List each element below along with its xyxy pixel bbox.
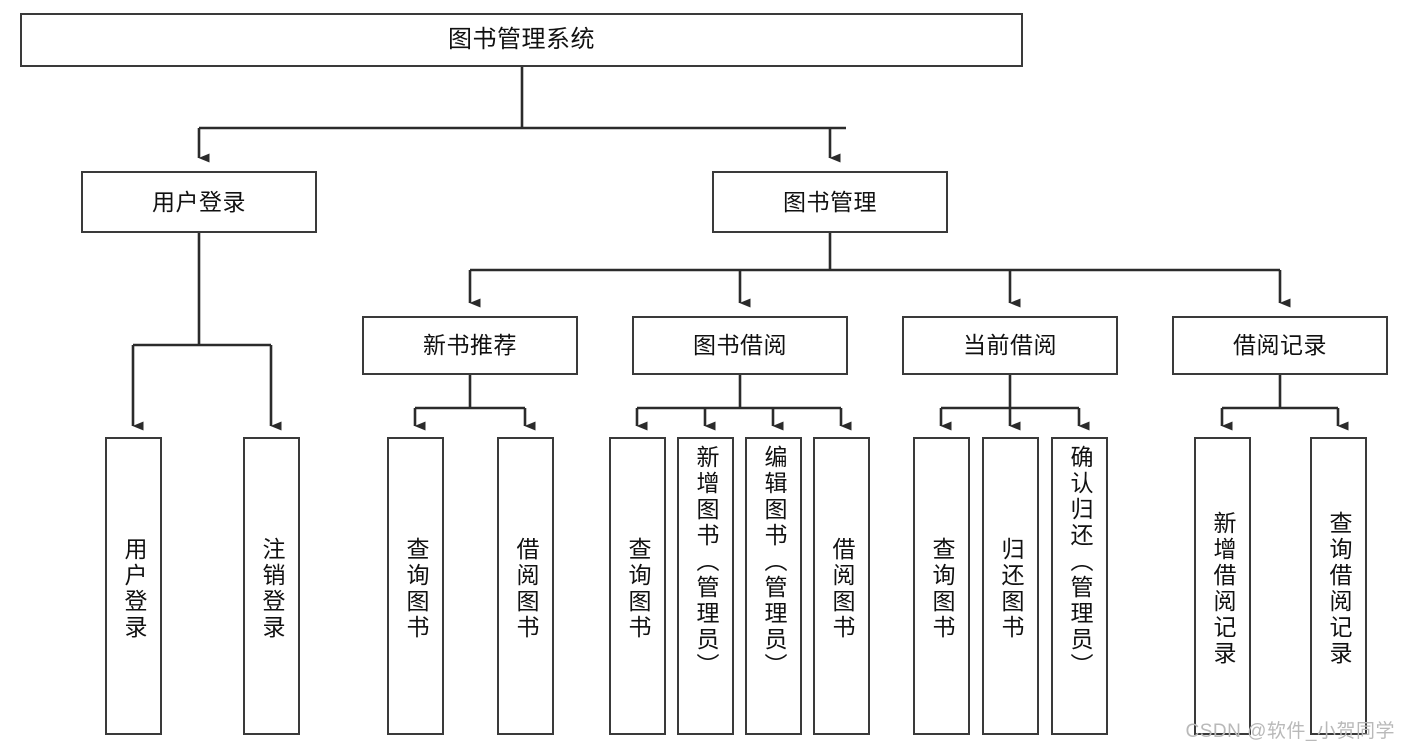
watermark-text: CSDN @软件_小贺同学 (1185, 721, 1395, 742)
node-label: 借阅图书 (513, 537, 539, 641)
node-label: 新增借阅记录 (1210, 511, 1236, 667)
node-leaf-borrow-book-1[interactable]: 借阅图书 (497, 437, 554, 735)
node-leaf-add-borrow-record[interactable]: 新增借阅记录 (1194, 437, 1251, 735)
node-user-login[interactable]: 用户登录 (81, 171, 317, 233)
node-label: 查询图书 (403, 537, 429, 641)
node-leaf-query-book-2[interactable]: 查询图书 (609, 437, 666, 735)
node-leaf-user-login[interactable]: 用户登录 (105, 437, 162, 735)
node-label: 图书借阅 (693, 332, 787, 359)
node-label: 查询借阅记录 (1326, 511, 1352, 667)
node-leaf-confirm-return-admin[interactable]: 确认归还（管理员） (1051, 437, 1108, 735)
node-label: 注销登录 (259, 537, 285, 641)
node-book-borrowing[interactable]: 图书借阅 (632, 316, 848, 375)
node-label: 用户登录 (121, 537, 147, 641)
node-label: 查询图书 (625, 537, 651, 641)
node-new-book-recommendation[interactable]: 新书推荐 (362, 316, 578, 375)
node-label: 借阅图书 (829, 537, 855, 641)
node-label: 新书推荐 (423, 332, 517, 359)
node-leaf-return-book[interactable]: 归还图书 (982, 437, 1039, 735)
node-leaf-query-borrow-record[interactable]: 查询借阅记录 (1310, 437, 1367, 735)
node-label: 编辑图书（管理员） (761, 445, 787, 679)
node-leaf-logout[interactable]: 注销登录 (243, 437, 300, 735)
node-label: 新增图书（管理员） (693, 445, 719, 679)
node-label: 图书管理 (783, 188, 877, 215)
node-current-borrowing[interactable]: 当前借阅 (902, 316, 1118, 375)
node-leaf-query-book-3[interactable]: 查询图书 (913, 437, 970, 735)
node-leaf-query-book-1[interactable]: 查询图书 (387, 437, 444, 735)
node-leaf-edit-book-admin[interactable]: 编辑图书（管理员） (745, 437, 802, 735)
node-book-management[interactable]: 图书管理 (712, 171, 948, 233)
node-label: 用户登录 (152, 188, 246, 215)
node-leaf-borrow-book-2[interactable]: 借阅图书 (813, 437, 870, 735)
node-borrowing-records[interactable]: 借阅记录 (1172, 316, 1388, 375)
node-leaf-add-book-admin[interactable]: 新增图书（管理员） (677, 437, 734, 735)
node-label: 归还图书 (998, 537, 1024, 641)
node-label: 确认归还（管理员） (1067, 445, 1093, 679)
node-label: 查询图书 (929, 537, 955, 641)
node-label: 借阅记录 (1233, 332, 1327, 359)
node-root-book-management-system[interactable]: 图书管理系统 (20, 13, 1023, 67)
node-label: 当前借阅 (963, 332, 1057, 359)
node-label: 图书管理系统 (448, 26, 595, 54)
